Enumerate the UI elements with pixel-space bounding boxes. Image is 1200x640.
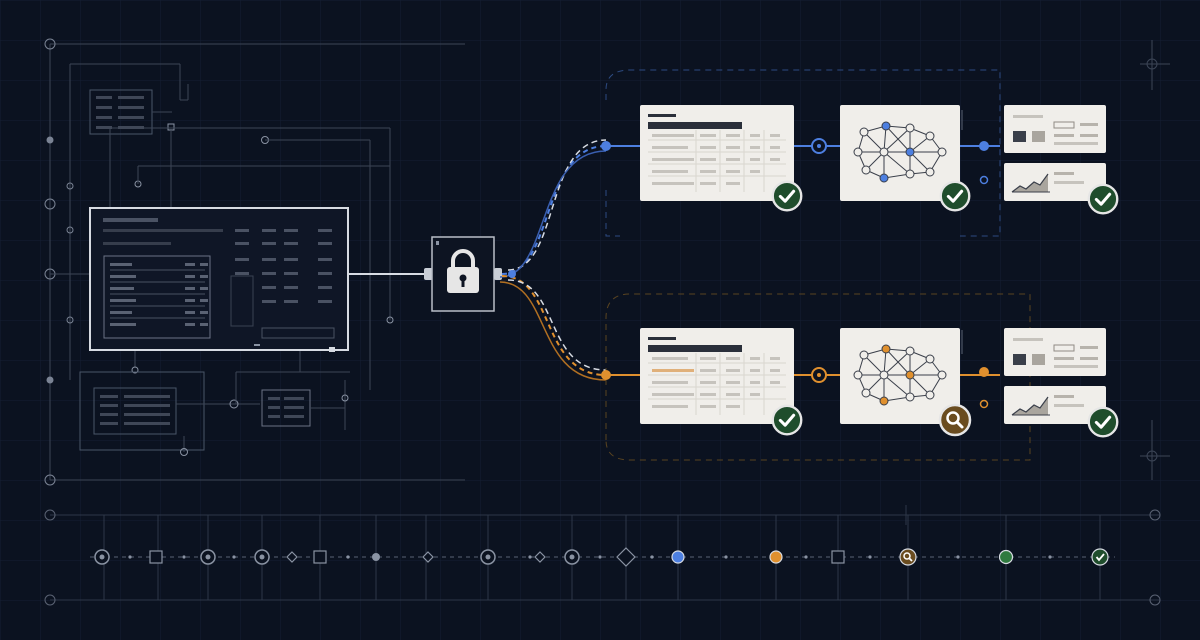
check-icon bbox=[771, 180, 803, 212]
line-chart-icon bbox=[1011, 173, 1050, 193]
orange-table-card bbox=[640, 328, 803, 436]
timeline-frame bbox=[44, 505, 1161, 606]
timeline-marker bbox=[200, 549, 216, 565]
timeline-marker bbox=[254, 549, 270, 565]
blue-branch-node bbox=[601, 141, 611, 151]
pipeline-blue bbox=[601, 105, 1119, 215]
timeline-marker bbox=[534, 551, 546, 563]
check-icon bbox=[1087, 183, 1119, 215]
check-icon bbox=[1091, 548, 1109, 566]
line-chart-icon bbox=[1011, 396, 1050, 416]
check-icon bbox=[1087, 406, 1119, 438]
lock-node bbox=[431, 236, 502, 312]
check-icon bbox=[771, 404, 803, 436]
left-schematic-text-lines bbox=[96, 96, 304, 425]
search-icon bbox=[899, 548, 917, 566]
timeline-marker bbox=[769, 550, 783, 564]
timeline-marker bbox=[564, 549, 580, 565]
timeline-marker bbox=[372, 553, 380, 561]
pipeline-orange bbox=[601, 328, 1119, 438]
check-icon bbox=[939, 180, 971, 212]
timeline-marker bbox=[149, 550, 163, 564]
timeline-marker bbox=[480, 549, 496, 565]
orange-network-card bbox=[840, 328, 972, 437]
blue-network-card bbox=[840, 105, 971, 212]
timeline bbox=[90, 515, 1115, 600]
blue-report-card-top bbox=[1004, 105, 1106, 153]
timeline-marker bbox=[998, 549, 1014, 565]
timeline-marker bbox=[286, 551, 298, 563]
branch-connectors bbox=[499, 139, 607, 381]
search-icon bbox=[938, 403, 972, 437]
lock-icon bbox=[447, 249, 479, 293]
lock-connector bbox=[348, 268, 433, 280]
timeline-marker bbox=[616, 547, 636, 567]
blue-table-card bbox=[640, 105, 803, 212]
timeline-marker bbox=[94, 549, 110, 565]
orange-report-card-chart bbox=[1004, 386, 1119, 438]
timeline-marker bbox=[422, 551, 434, 563]
blue-report-card-chart bbox=[1004, 163, 1119, 215]
orange-report-card-top bbox=[1004, 328, 1106, 376]
left-schematic bbox=[44, 38, 465, 486]
timeline-marker bbox=[671, 550, 685, 564]
timeline-marker bbox=[313, 550, 327, 564]
crosshair-markers bbox=[1140, 40, 1170, 480]
pipeline-enclosures bbox=[605, 69, 1031, 461]
timeline-marker bbox=[831, 550, 845, 564]
orange-branch-node bbox=[601, 370, 611, 380]
source-data-window bbox=[89, 207, 349, 352]
